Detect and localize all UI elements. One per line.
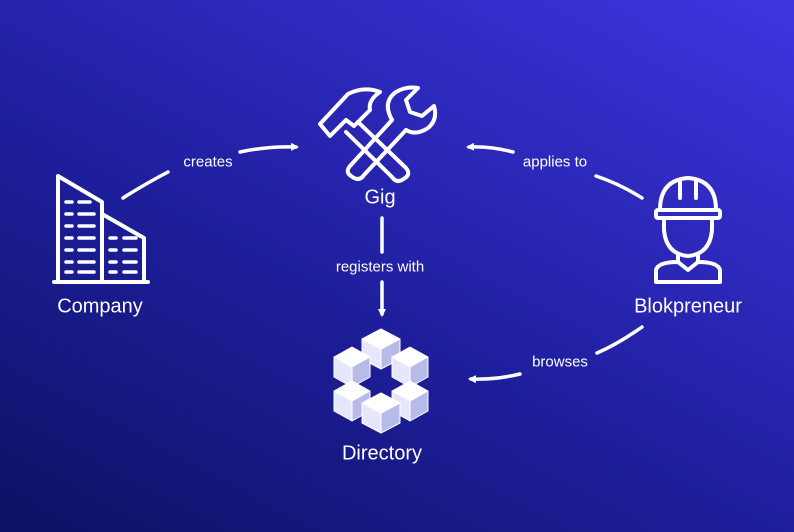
arrow-creates	[121, 170, 170, 200]
worker-hardhat-icon	[654, 176, 722, 284]
node-label-gig: Gig	[364, 186, 396, 209]
edge-label-applies-to: applies to	[522, 153, 588, 171]
node-label-company: Company	[57, 295, 143, 318]
node-label-blokpreneur: Blokpreneur	[634, 295, 742, 318]
arrow-applies-to-tail	[594, 174, 644, 200]
edge-label-creates: creates	[183, 153, 233, 171]
arrow-applies-to	[466, 142, 515, 154]
edge-label-browses: browses	[532, 353, 588, 371]
arrow-browses-tail	[595, 325, 644, 355]
node-label-directory: Directory	[341, 442, 423, 465]
arrow-browses	[468, 372, 522, 384]
cube-cluster-icon	[333, 328, 429, 434]
office-building-icon	[52, 174, 150, 284]
arrow-creates-head	[238, 142, 299, 154]
edge-label-registers-with: registers with	[335, 258, 425, 276]
hammer-wrench-icon	[318, 85, 438, 183]
